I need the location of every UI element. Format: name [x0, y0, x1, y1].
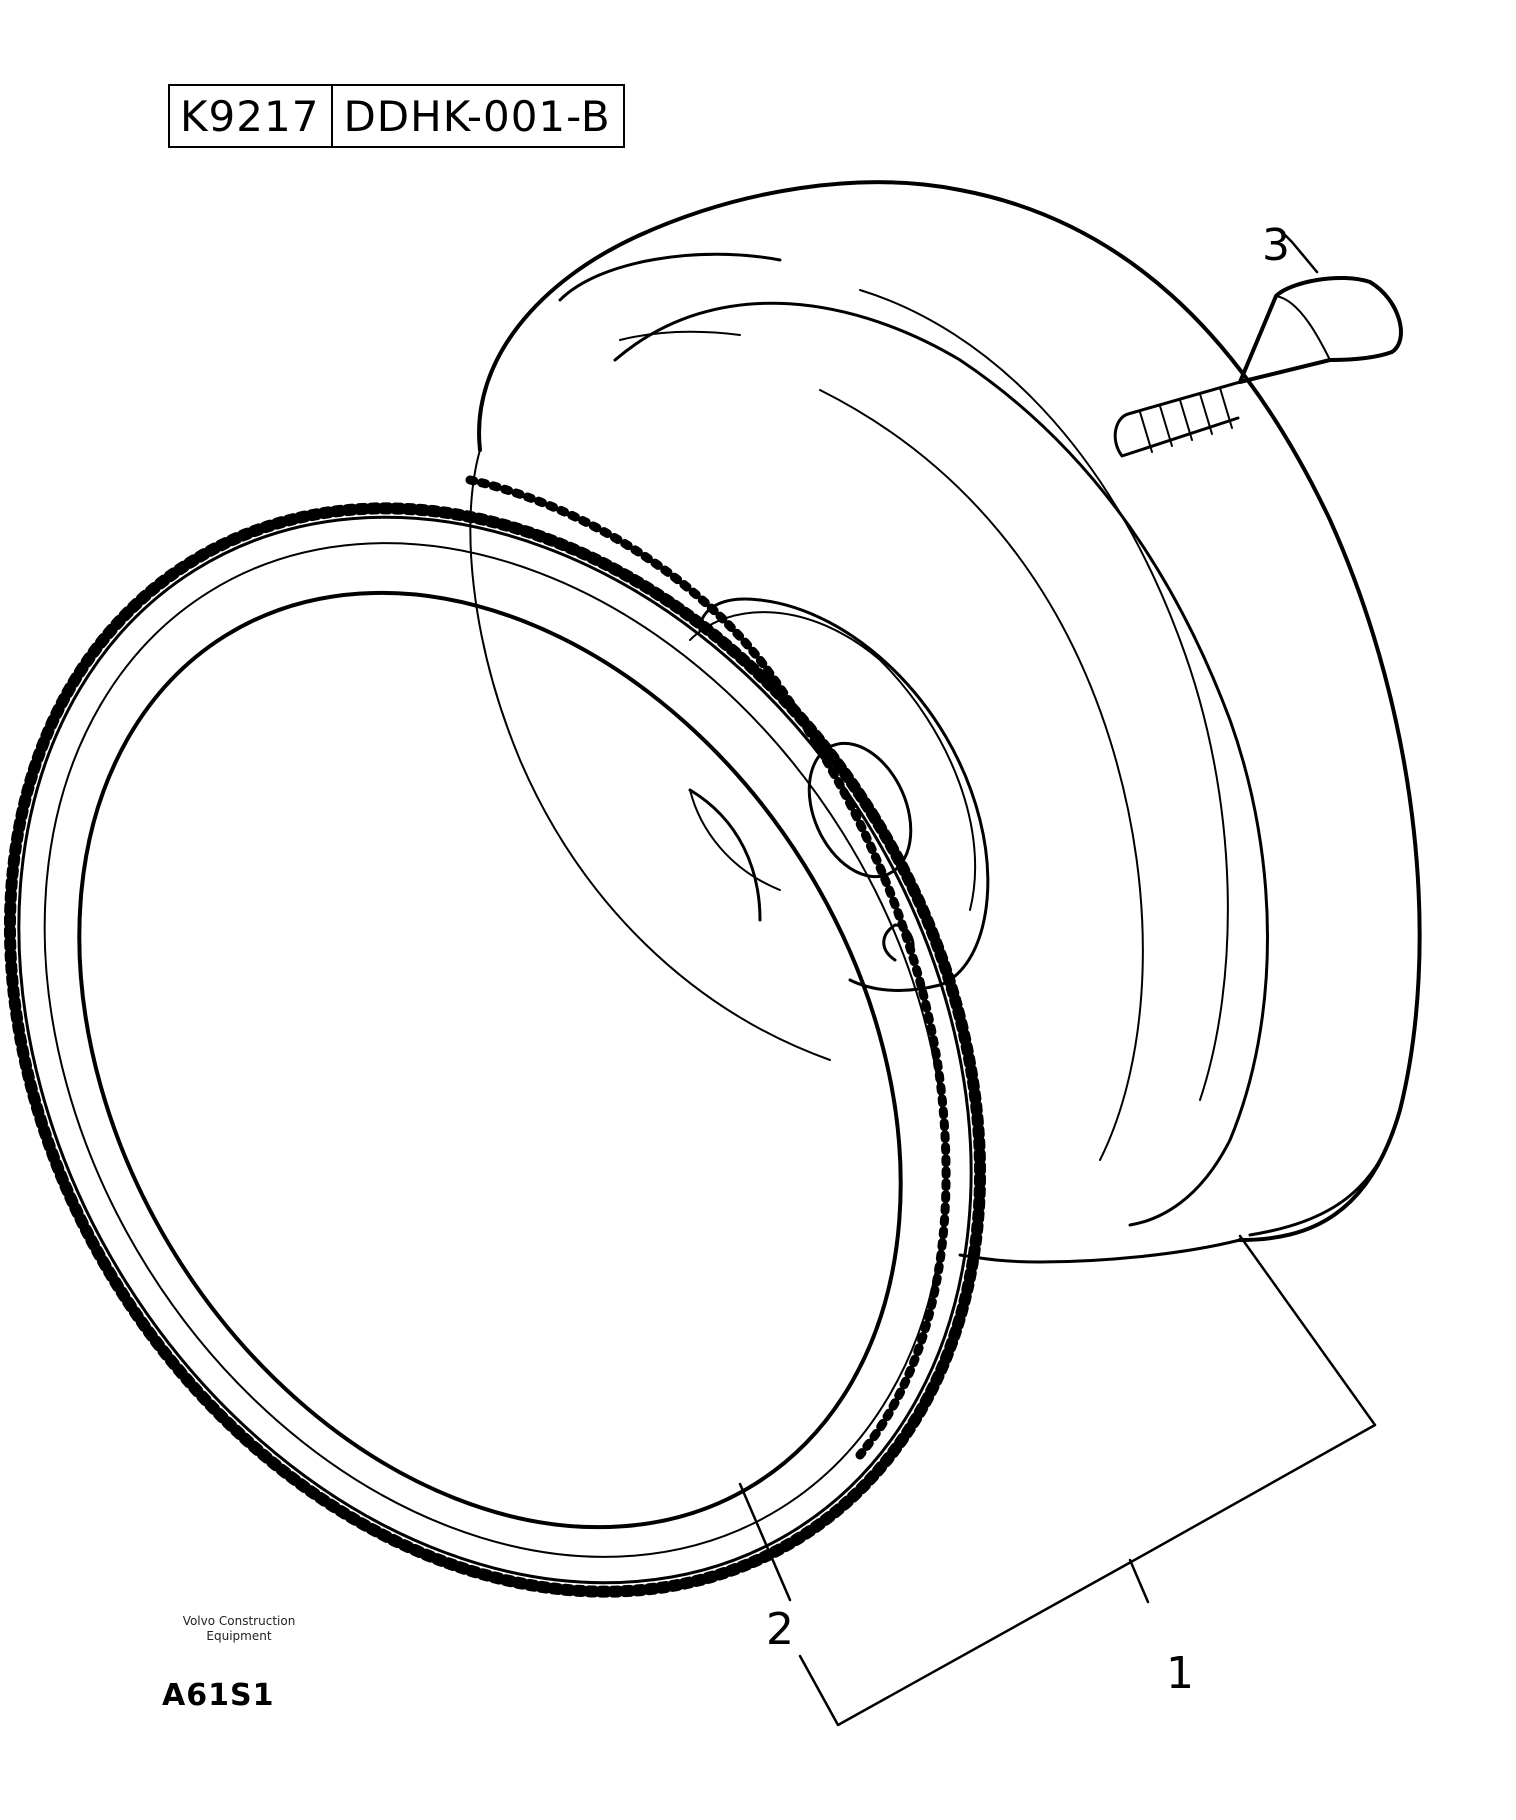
bolt-icon: [1113, 275, 1403, 458]
catalog-code: K9217: [180, 92, 320, 141]
ring-gear-icon: [3, 475, 987, 1598]
callout-part-2: 2: [766, 1604, 794, 1655]
figure-code: A61S1: [162, 1678, 275, 1713]
manufacturer-line-2: Equipment: [206, 1629, 272, 1643]
leader-lines: [738, 230, 1377, 1727]
drawing-reference-tag: K9217 DDHK-001-B: [168, 84, 625, 148]
manufacturer-label: Volvo Construction Equipment: [134, 1614, 344, 1644]
callout-part-3: 3: [1262, 220, 1290, 271]
manufacturer-line-1: Volvo Construction: [182, 1614, 296, 1628]
callout-part-1: 1: [1166, 1648, 1194, 1699]
drawing-code: DDHK-001-B: [331, 86, 622, 146]
